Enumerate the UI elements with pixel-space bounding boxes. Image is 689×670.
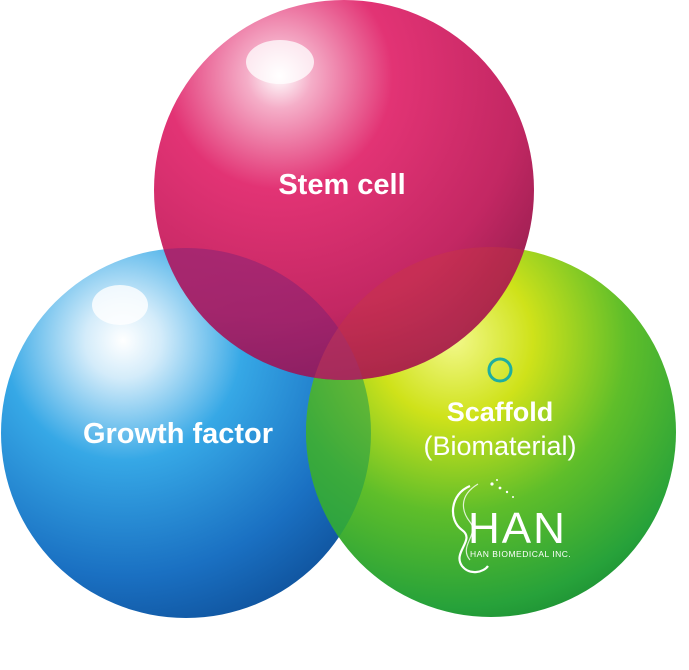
han-logo: HAN HAN BIOMEDICAL INC. bbox=[451, 479, 571, 574]
growth-factor-highlight bbox=[92, 285, 148, 325]
ring-icon bbox=[487, 357, 513, 383]
stem-overlaps bbox=[154, 247, 534, 380]
helix-icon bbox=[451, 484, 489, 574]
stem-cell-label: Stem cell bbox=[278, 169, 405, 201]
stem-cell-highlight bbox=[246, 40, 314, 84]
biomaterial-label: (Biomaterial) bbox=[423, 431, 576, 461]
han-wordmark: HAN bbox=[468, 504, 567, 553]
han-company-name: HAN BIOMEDICAL INC. bbox=[470, 549, 571, 559]
growth-factor-label: Growth factor bbox=[83, 418, 273, 450]
stem-cell-circle bbox=[154, 0, 534, 380]
scaffold-label: Scaffold bbox=[447, 397, 554, 427]
